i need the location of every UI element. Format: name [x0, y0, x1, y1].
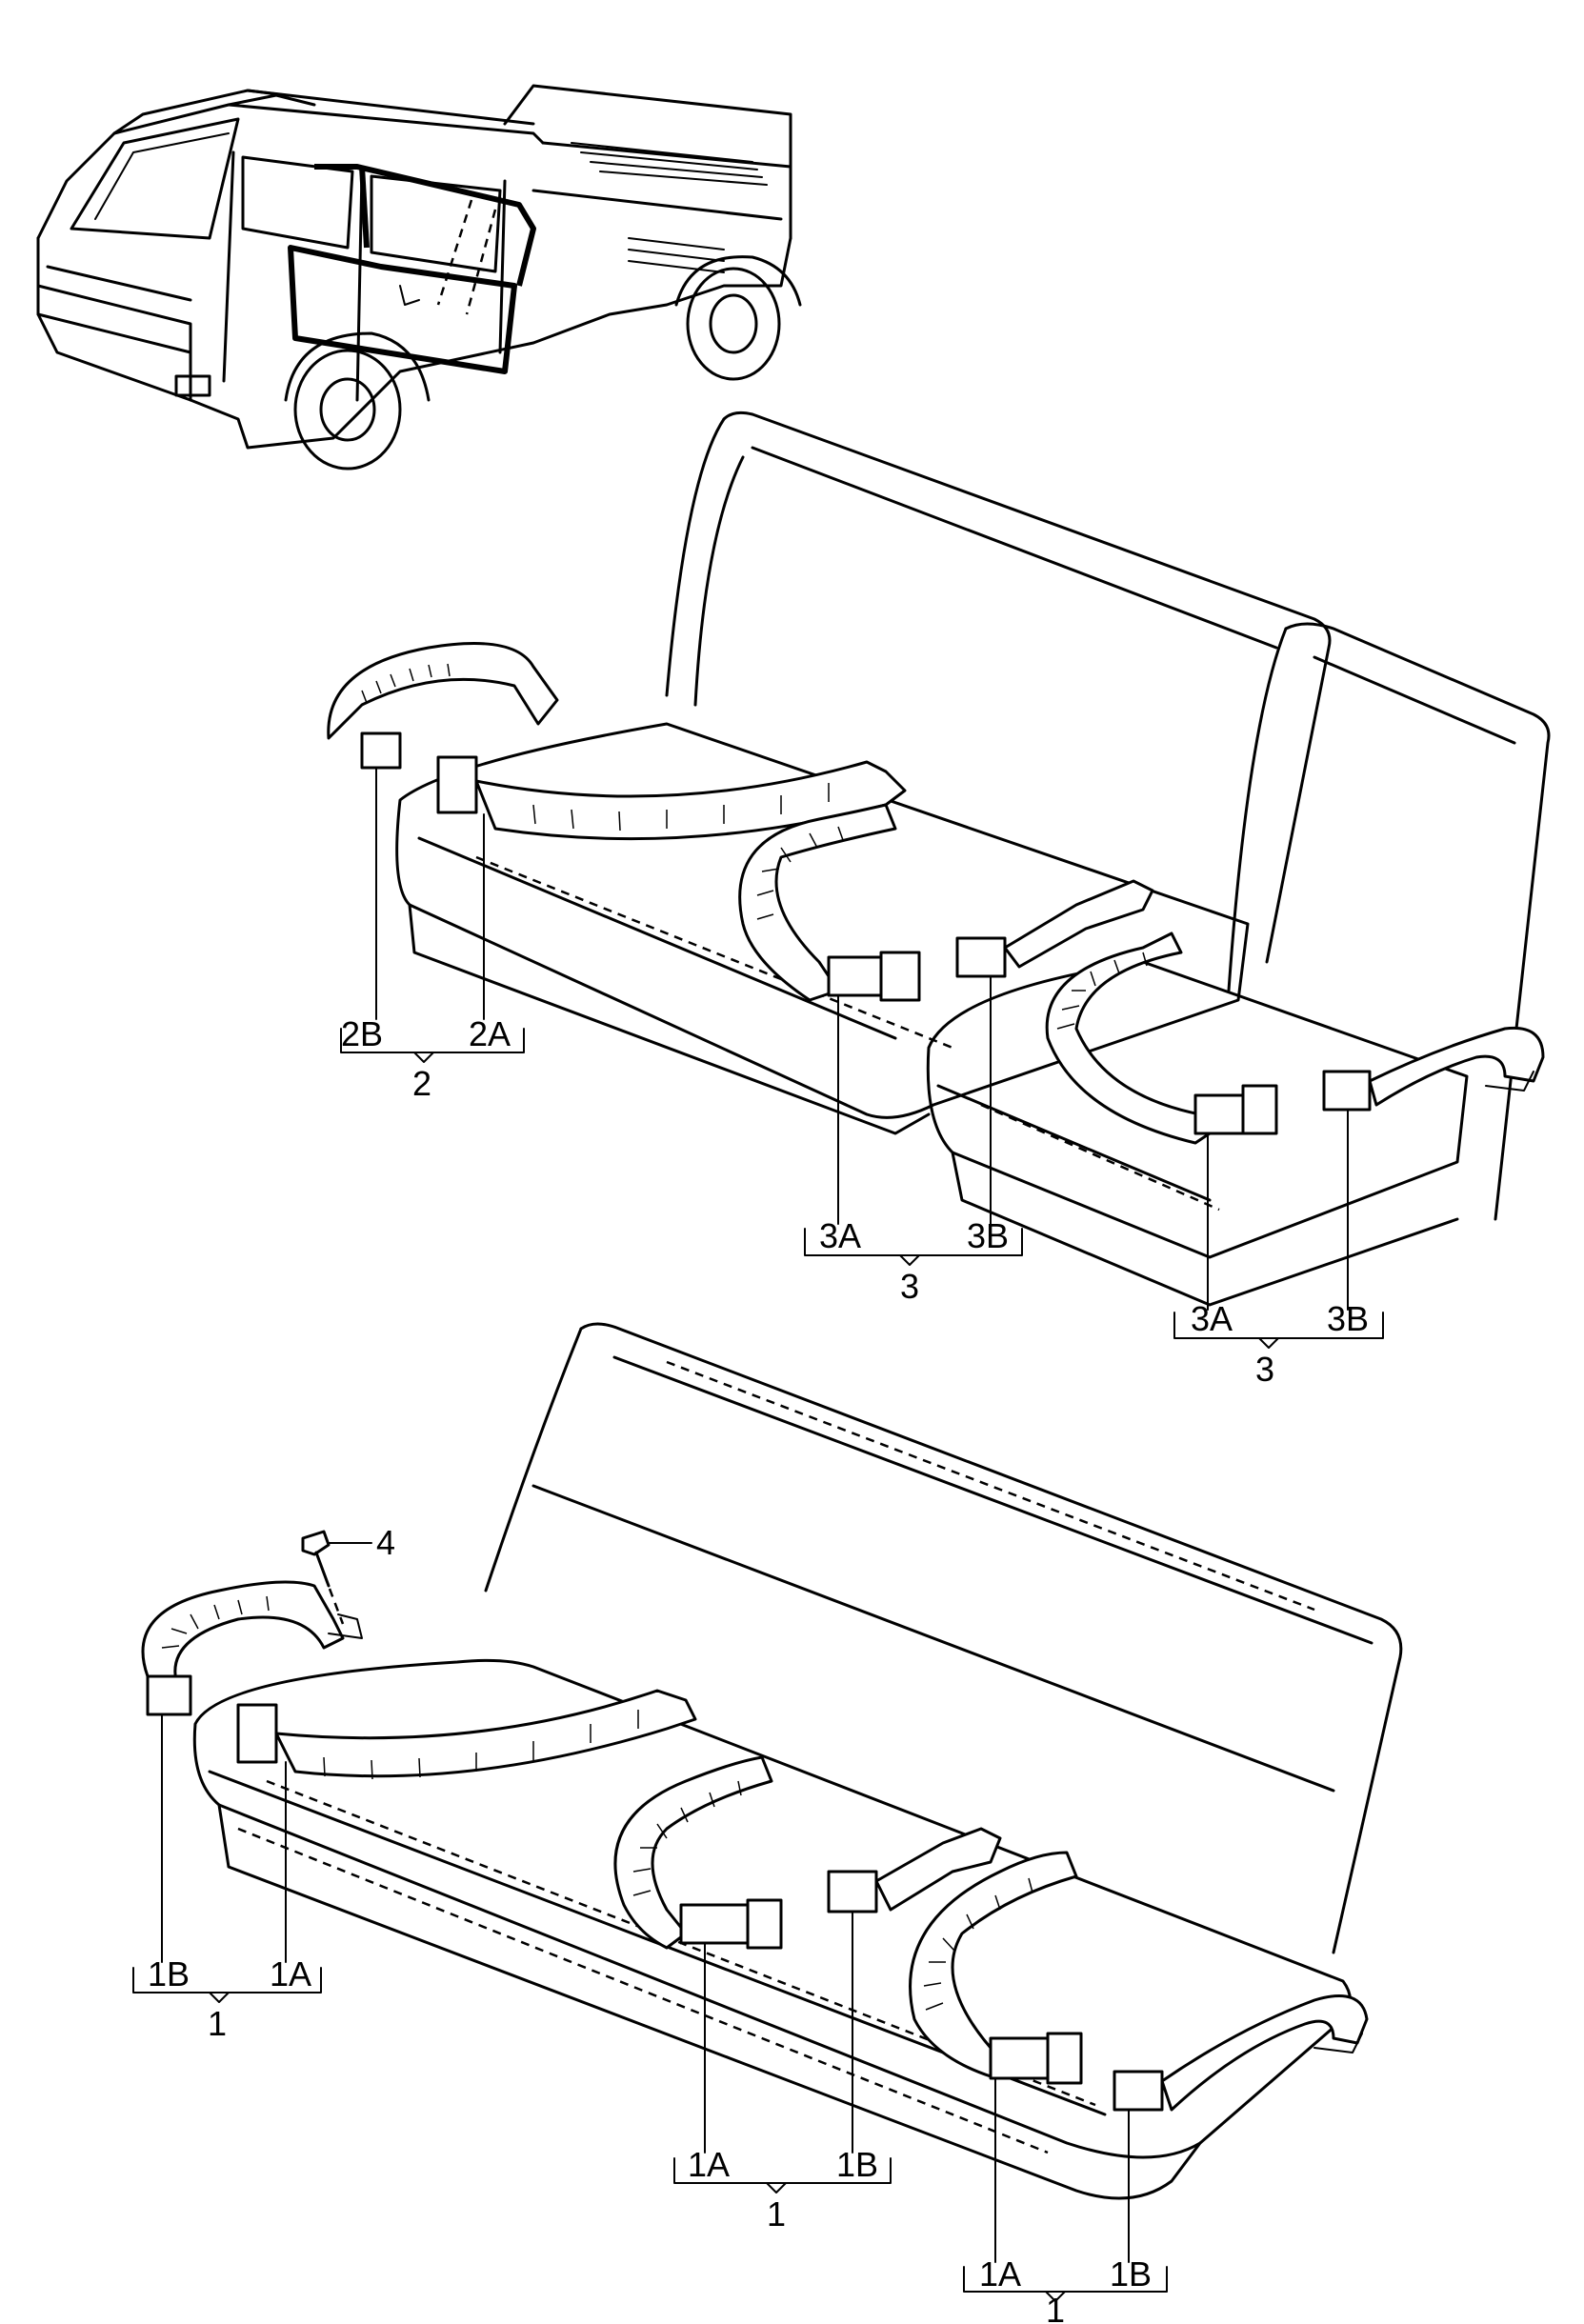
callout-1a-label: 1A: [688, 2145, 730, 2184]
callout-group-rear-middle: 1A 1B 1: [673, 2145, 892, 2234]
callout-2b-label: 2B: [341, 1014, 383, 1053]
callout-4-label: 4: [376, 1523, 395, 1562]
callout-1-label: 1: [1046, 2291, 1065, 2324]
callout-group-front-middle: 3A 3B 3: [804, 1216, 1023, 1306]
vehicle-illustration: [36, 84, 802, 471]
callout-group-front-right: 3A 3B 3: [1173, 1299, 1384, 1389]
callout-1-label: 1: [767, 2194, 786, 2234]
callout-2a-label: 2A: [469, 1014, 511, 1053]
callout-1b-label: 1B: [1110, 2254, 1152, 2294]
callout-2-label: 2: [412, 1064, 431, 1103]
bolt-part: [301, 1530, 345, 1625]
callout-3-label: 3: [1255, 1350, 1274, 1389]
callout-3a-label: 3A: [819, 1216, 861, 1255]
leader-lines: [161, 767, 1349, 2263]
callout-3b-label: 3B: [967, 1216, 1009, 1255]
callout-group-rear-left: 1B 1A 1: [132, 1954, 322, 2043]
callout-group-front-left: 2B 2A 2: [340, 1014, 525, 1103]
callout-3b-label: 3B: [1327, 1299, 1369, 1338]
front-seats-illustration: [395, 411, 1551, 1307]
front-belts-illustration: [327, 642, 1545, 1145]
callout-1b-label: 1B: [148, 1954, 190, 1993]
callout-1a-label: 1A: [270, 1954, 311, 1993]
callout-3-label: 3: [900, 1267, 919, 1306]
rear-bench-illustration: [192, 1322, 1403, 2200]
rear-belts-illustration: [141, 1530, 1369, 2112]
callout-group-rear-right: 1A 1B 1: [963, 2254, 1168, 2324]
callout-3a-label: 3A: [1191, 1299, 1233, 1338]
callout-1a-label: 1A: [979, 2254, 1021, 2294]
callout-1-label: 1: [208, 2004, 227, 2043]
callout-1b-label: 1B: [836, 2145, 878, 2184]
